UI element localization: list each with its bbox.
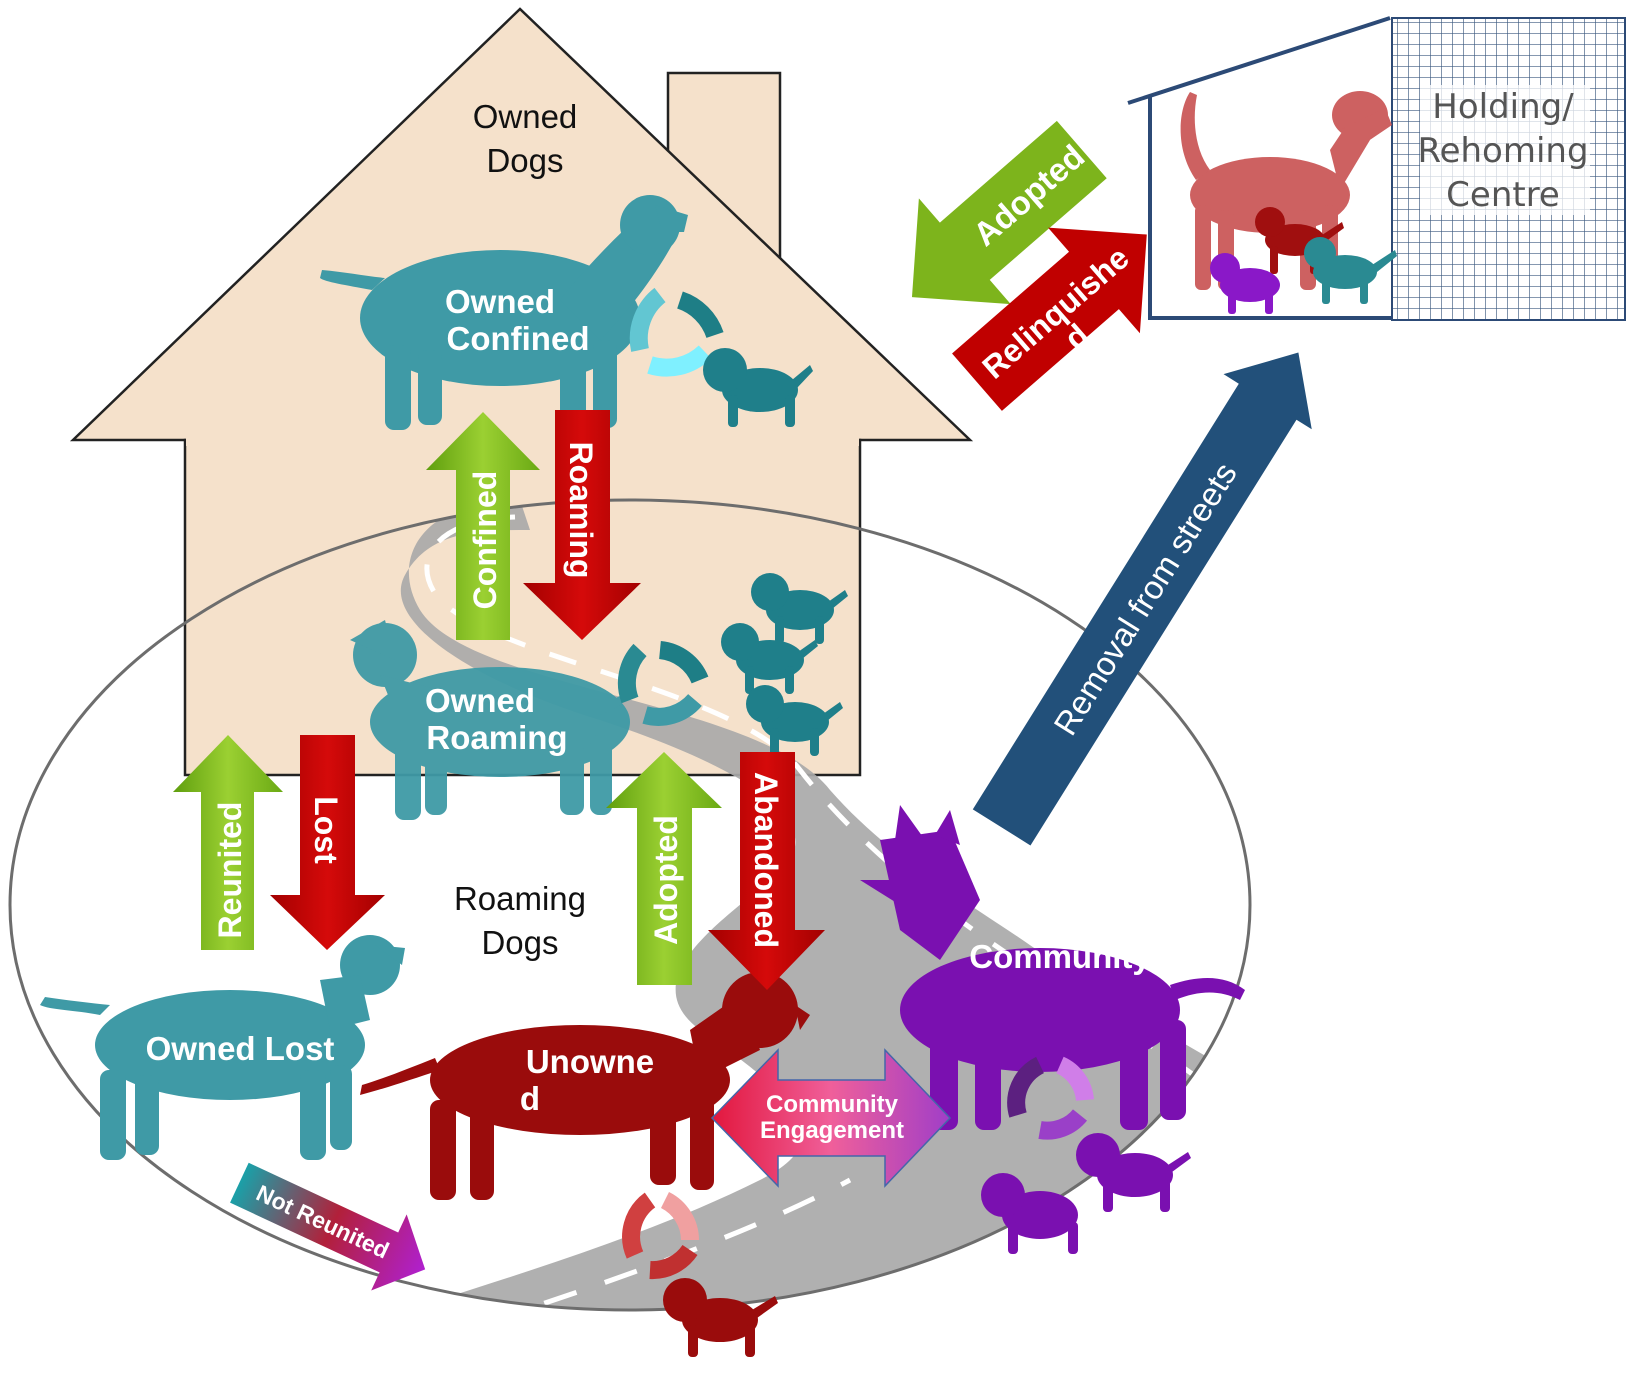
centre-teal-puppy-icon [1304, 237, 1397, 304]
centre-label-line2: Rehoming [1417, 131, 1588, 171]
roaming-arrow: Roaming [523, 410, 641, 640]
confined-arrow-label: Confined [467, 471, 503, 610]
reunited-arrow-label: Reunited [212, 802, 248, 939]
community-engagement-arrow: Community Engagement [710, 1048, 952, 1188]
roaming-puppy-icon-2 [721, 623, 818, 694]
cycle-icon-confined [629, 287, 724, 377]
community-engagement-label-line2: Engagement [760, 1117, 904, 1144]
house-title-line2: Dogs [486, 142, 563, 179]
roaming-oval [8, 498, 1252, 1312]
house [69, 7, 974, 777]
centre-label-line1: Holding/ [1432, 87, 1574, 127]
community-puppy-icon-2 [1076, 1133, 1191, 1212]
abandoned-arrow: Abandoned [708, 752, 825, 990]
owned-confined-label-line1: Owned [445, 283, 555, 320]
lost-arrow: Lost [270, 735, 385, 950]
confined-puppy-icon [703, 348, 813, 427]
roaming-title-line1: Roaming [454, 880, 586, 917]
road-center-line [424, 514, 1250, 1132]
centre-roof [1127, 16, 1391, 105]
owned-confined-dog-icon [320, 195, 688, 430]
owned-confined-label-line2: Confined [447, 320, 590, 357]
community-dog-icon [860, 805, 1245, 1130]
cycle-icon-unowned [622, 1191, 699, 1280]
owned-roaming-label-line1: Owned [425, 682, 535, 719]
removal-arrow-label: Removal from streets [1046, 456, 1244, 742]
adopted-inner-arrow: Adopted [606, 752, 722, 985]
roaming-arrow-label: Roaming [563, 442, 599, 579]
unowned-dog-icon [360, 972, 810, 1200]
cycle-icon-community [1007, 1056, 1094, 1140]
owned-roaming-label-line2: Roaming [426, 719, 567, 756]
centre-large-dog-icon [1180, 91, 1392, 290]
reunited-arrow: Reunited [173, 735, 283, 950]
roaming-puppy-icon-3 [746, 685, 843, 756]
roaming-title-line2: Dogs [481, 924, 558, 961]
community-puppy-icon-1 [981, 1173, 1078, 1254]
lost-arrow-label: Lost [308, 796, 344, 864]
unowned-label-line2: d [520, 1080, 540, 1117]
holding-centre: Holding/ Rehoming Centre [1127, 16, 1626, 321]
community-engagement-label-line1: Community [766, 1091, 899, 1118]
adopted-inner-arrow-label: Adopted [648, 815, 684, 945]
removal-arrow: Removal from streets [972, 352, 1312, 846]
owned-lost-dog-icon [40, 935, 405, 1160]
roaming-puppy-icon-1 [751, 573, 848, 644]
confined-arrow: Confined [426, 412, 540, 640]
house-title-line1: Owned [473, 98, 578, 135]
unowned-label-line1: Unowne [526, 1043, 654, 1080]
owned-roaming-dog-icon [350, 620, 630, 820]
centre-label-line3: Centre [1446, 175, 1560, 215]
abandoned-arrow-label: Abandoned [748, 772, 784, 948]
centre-purple-puppy-icon [1210, 253, 1280, 314]
community-label: Community [969, 938, 1151, 975]
unowned-puppy-icon [663, 1278, 778, 1357]
cycle-icon-roaming [617, 641, 709, 726]
owned-lost-label: Owned Lost [146, 1030, 335, 1067]
